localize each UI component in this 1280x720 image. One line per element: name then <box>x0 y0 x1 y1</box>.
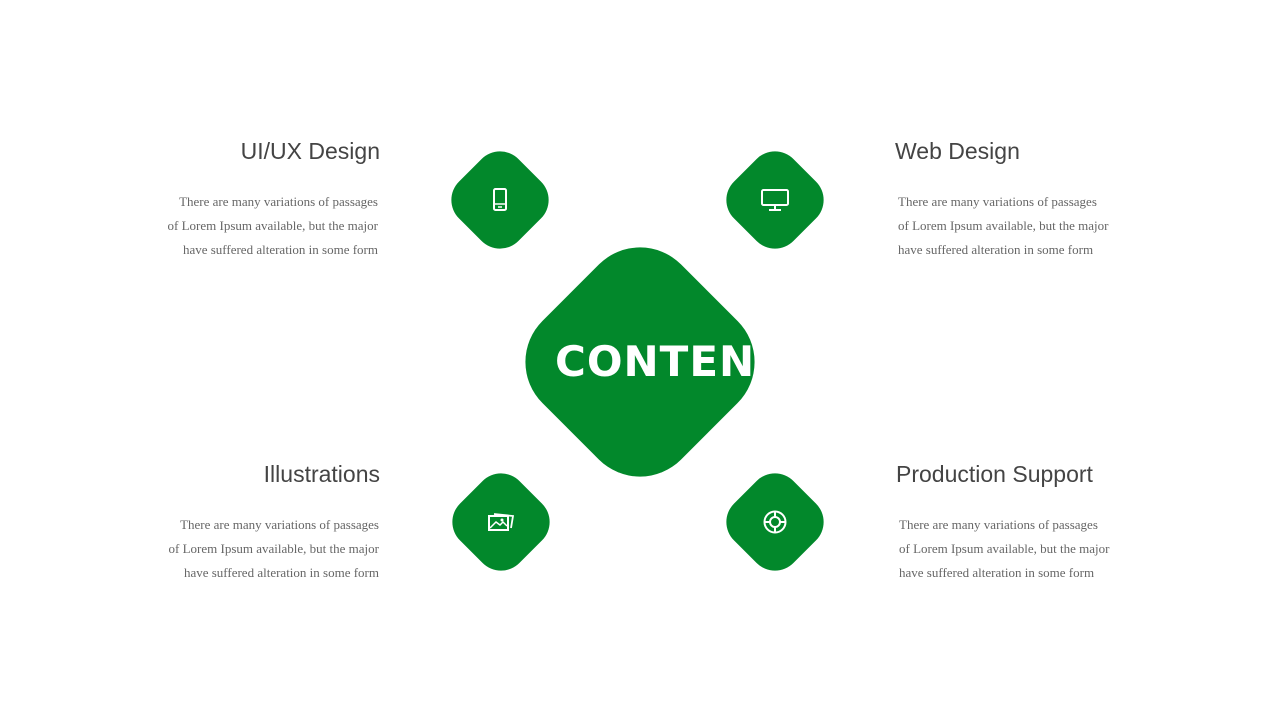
center-diamond: CONTENT <box>501 223 785 501</box>
illustrations-diamond <box>441 462 561 582</box>
desc-line: There are many variations of passages <box>898 194 1097 209</box>
desc-production-support: There are many variations of passages of … <box>899 513 1159 585</box>
mobile-phone-icon <box>492 188 508 212</box>
ui-ux-diamond <box>440 140 560 260</box>
web-design-diamond <box>715 140 835 260</box>
desc-line: have suffered alteration in some form <box>899 565 1095 580</box>
desc-line: have suffered alteration in some form <box>183 565 379 580</box>
center-label: CONTENT <box>555 337 785 386</box>
desc-illustrations: There are many variations of passages of … <box>119 513 379 585</box>
desc-line: of Lorem Ipsum available, but the major <box>899 541 1110 556</box>
desc-ui-ux: There are many variations of passages of … <box>118 190 378 262</box>
desc-line: of Lorem Ipsum available, but the major <box>167 218 378 233</box>
desc-line: have suffered alteration in some form <box>898 242 1094 257</box>
images-icon <box>487 510 515 534</box>
monitor-icon <box>761 188 789 212</box>
desc-line: There are many variations of passages <box>180 517 379 532</box>
title-ui-ux: UI/UX Design <box>240 138 380 164</box>
title-production-support: Production Support <box>896 461 1093 487</box>
lifebuoy-icon <box>762 509 788 535</box>
production-support-diamond <box>715 462 835 582</box>
desc-line: There are many variations of passages <box>899 517 1098 532</box>
desc-line: There are many variations of passages <box>179 194 378 209</box>
title-illustrations: Illustrations <box>263 461 380 487</box>
title-web-design: Web Design <box>895 138 1020 164</box>
desc-line: of Lorem Ipsum available, but the major <box>898 218 1109 233</box>
desc-line: have suffered alteration in some form <box>182 242 378 257</box>
desc-web-design: There are many variations of passages of … <box>898 190 1158 262</box>
desc-line: of Lorem Ipsum available, but the major <box>168 541 379 556</box>
